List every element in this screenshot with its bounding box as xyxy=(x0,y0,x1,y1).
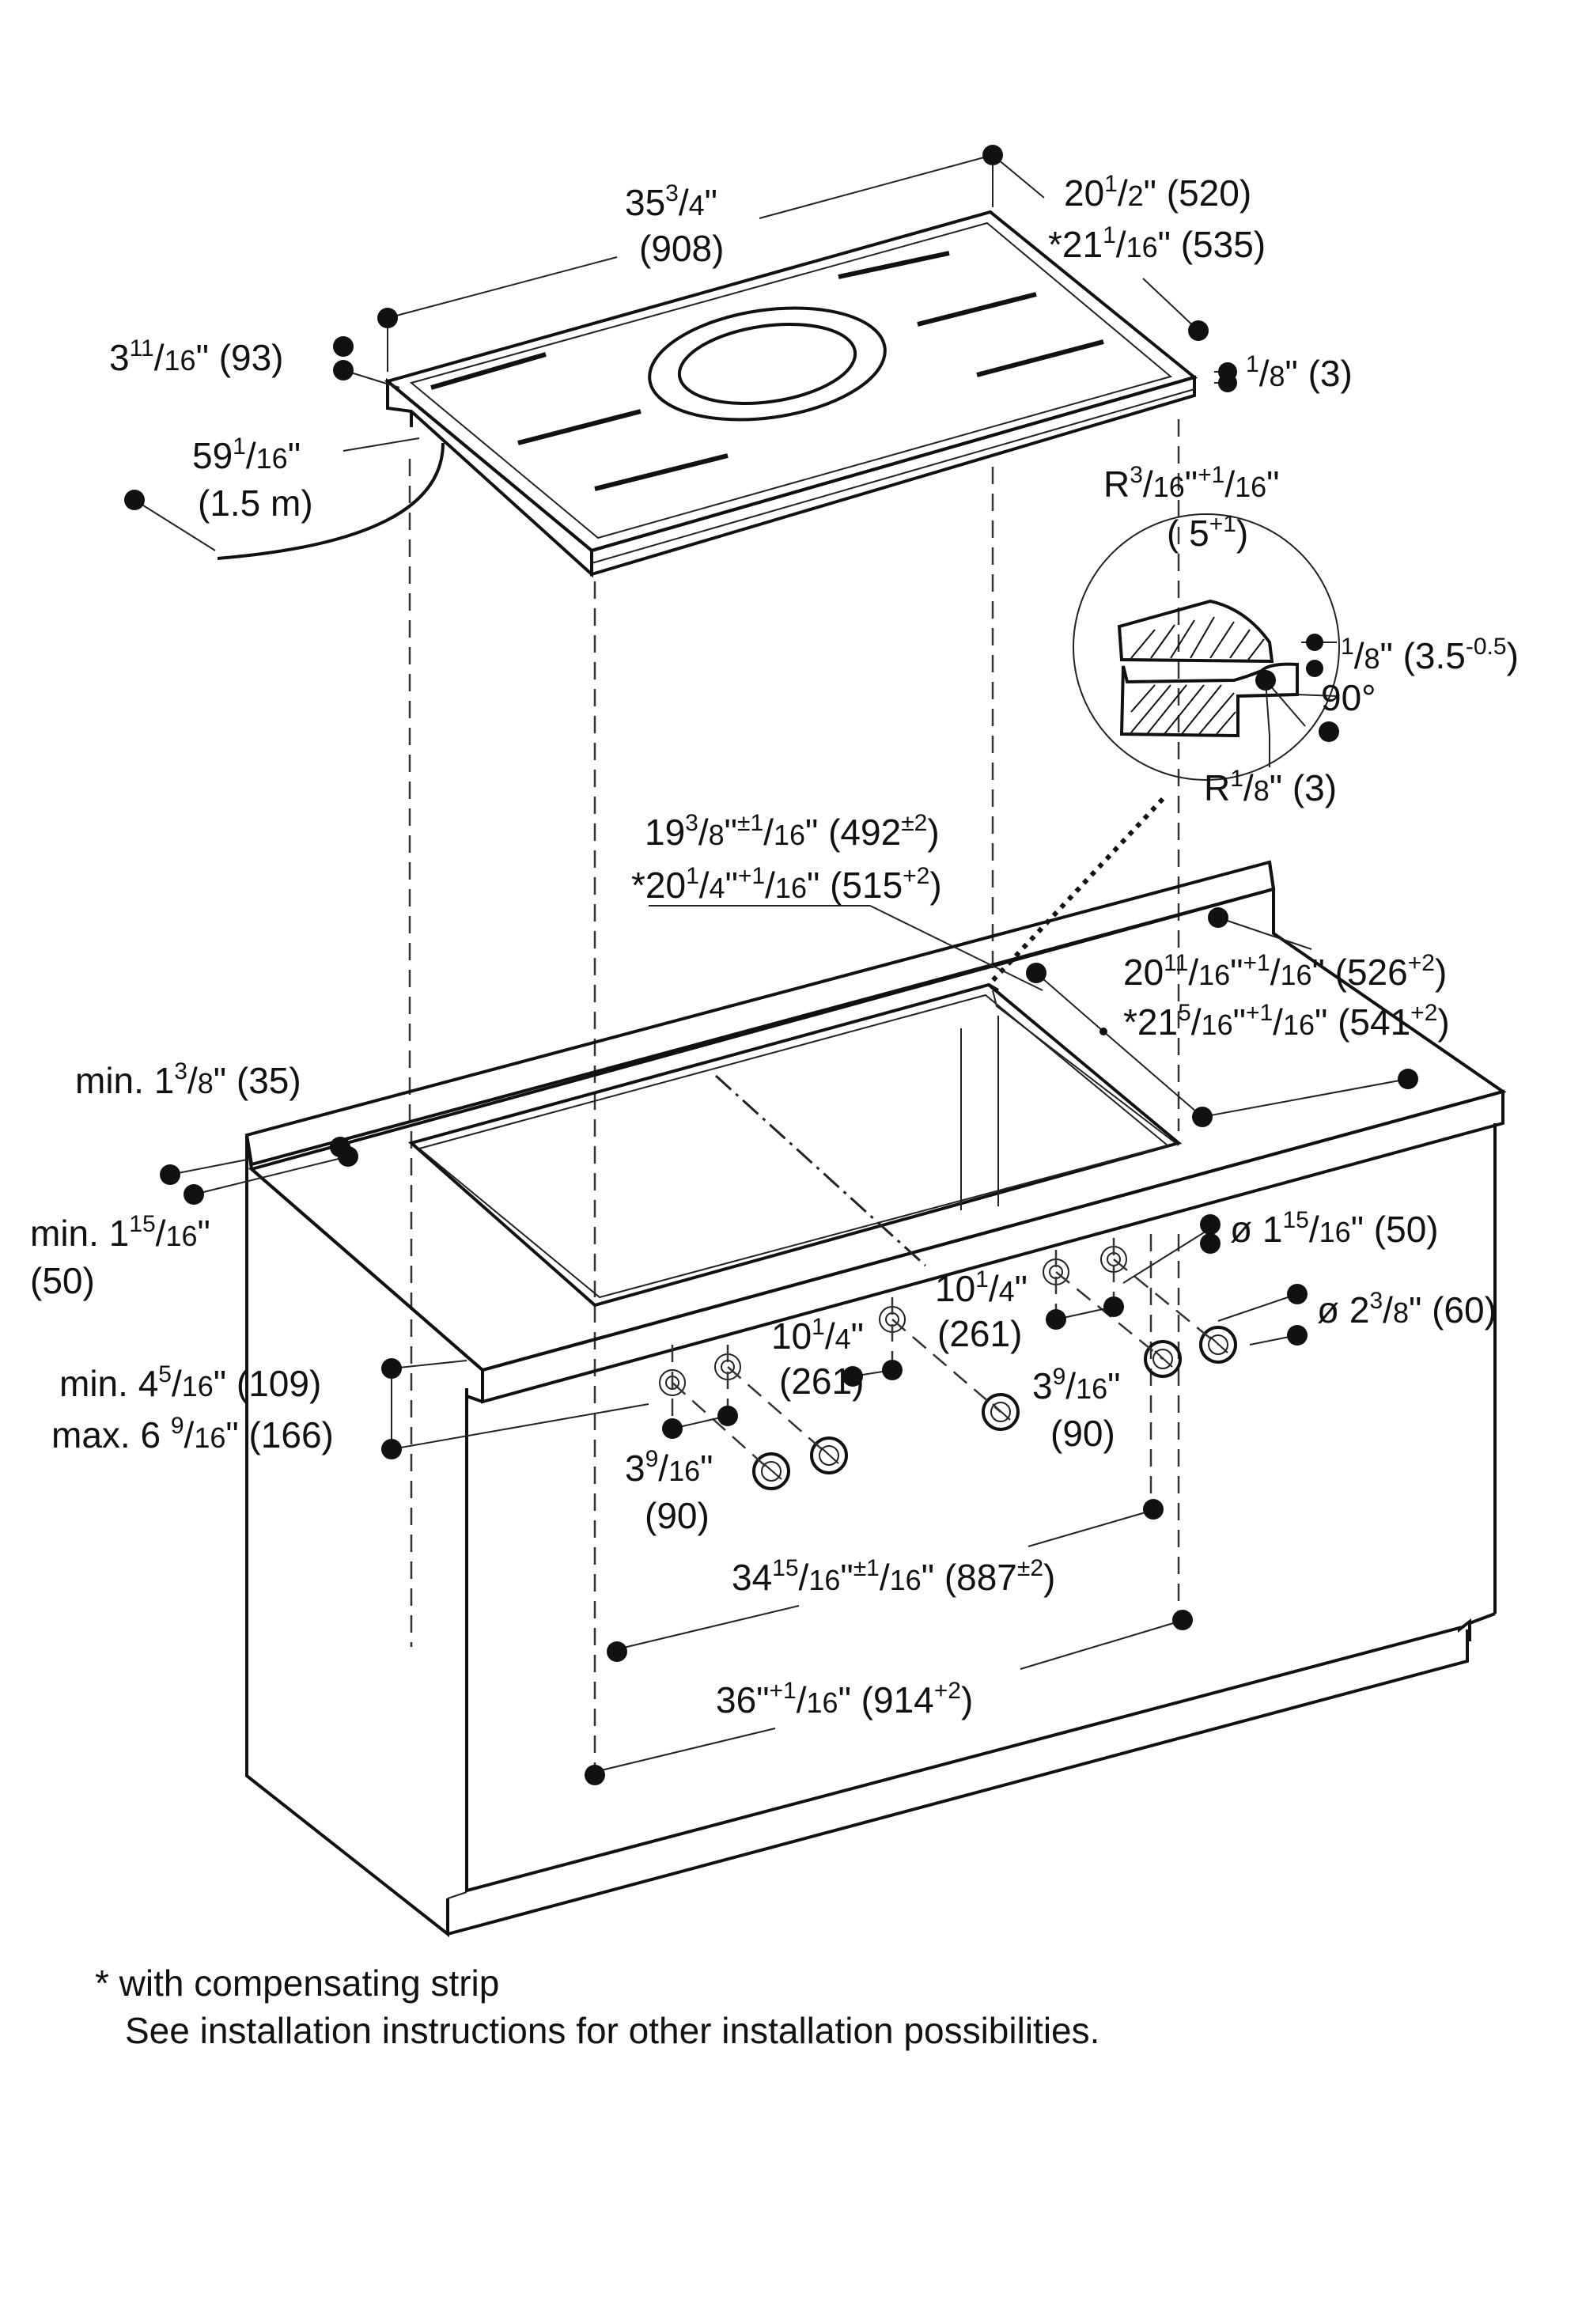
label-radius-bottom: R1/8" (3) xyxy=(1204,766,1337,808)
label-min-side: min. 115/16" xyxy=(30,1211,210,1254)
dim-dot xyxy=(377,308,398,328)
dim-dot xyxy=(124,490,145,510)
dim-dot xyxy=(1208,907,1228,928)
dim-dot xyxy=(184,1184,204,1205)
projection-lines xyxy=(408,419,1180,1772)
dim-dot xyxy=(1200,1233,1221,1254)
dim-dot xyxy=(1287,1284,1308,1304)
knob-icon xyxy=(1144,1340,1182,1378)
label-top-width-mm: (908) xyxy=(639,228,724,269)
knob-icon xyxy=(752,1452,790,1490)
dim-dot xyxy=(842,1366,863,1387)
dim-dot xyxy=(1172,1610,1193,1630)
label-knob-pair-left-mm: (90) xyxy=(645,1495,710,1536)
dim-dot xyxy=(585,1765,605,1785)
dim-dot xyxy=(982,145,1003,165)
dim-dot xyxy=(1287,1325,1308,1346)
knob-icon xyxy=(810,1436,848,1474)
dim-dot xyxy=(1255,670,1276,691)
dim-dot xyxy=(1026,963,1046,983)
label-knob-pair-right: 39/16" xyxy=(1032,1364,1120,1406)
label-recess-depth-alt: *215/16"+1/16" (541+2) xyxy=(1123,1000,1450,1043)
dim-dot xyxy=(1319,721,1339,742)
cabinet xyxy=(244,860,1507,1938)
label-outer-width: 36"+1/16" (914+2) xyxy=(716,1678,973,1720)
label-radius-top-mm: ( 5+1) xyxy=(1167,511,1248,554)
dim-dot xyxy=(1188,320,1209,341)
label-knob-spacing-a-mm: (261) xyxy=(779,1361,864,1402)
dim-dot xyxy=(381,1439,402,1459)
label-cable-length: 591/16" xyxy=(192,433,301,476)
dim-dot xyxy=(1103,1296,1124,1317)
dim-dot xyxy=(1306,634,1323,651)
label-cutout-depth: 193/8"±1/16" (492±2) xyxy=(645,810,940,853)
dim-dot xyxy=(717,1406,738,1426)
label-knob-hole: ø 115/16" (50) xyxy=(1230,1207,1439,1250)
label-inner-width: 3415/16"±1/16" (887±2) xyxy=(732,1555,1055,1598)
label-min-side-mm: (50) xyxy=(30,1260,95,1301)
dim-dot xyxy=(662,1418,683,1439)
dim-dot xyxy=(1218,373,1237,392)
label-radius-top: R3/16"+1/16" xyxy=(1103,462,1279,505)
dim-dot xyxy=(1200,1214,1221,1235)
dim-dot xyxy=(1143,1499,1164,1520)
dim-dot xyxy=(1192,1107,1213,1127)
dimension-labels: 353/4" (908) 201/2" (520) *211/16" (535)… xyxy=(30,171,1519,1720)
knob-icon xyxy=(1199,1326,1237,1364)
dim-dot xyxy=(160,1164,180,1185)
footnote-strip: * with compensating strip xyxy=(95,1963,500,2004)
label-knob-spacing-a: 101/4" xyxy=(771,1314,864,1357)
dim-dot xyxy=(1099,1028,1107,1035)
edge-detail xyxy=(986,513,1340,987)
label-recess-depth: 2011/16"+1/16" (526+2) xyxy=(1123,950,1447,993)
label-cutout-depth-alt: *201/4"+1/16" (515+2) xyxy=(631,863,942,906)
label-knob-spacing-b: 101/4" xyxy=(935,1266,1028,1309)
label-min-front: min. 13/8" (35) xyxy=(75,1058,301,1101)
dim-dot xyxy=(607,1641,627,1662)
label-top-height: 311/16" (93) xyxy=(109,335,284,378)
dim-dot xyxy=(338,1146,358,1167)
label-knob-spacing-b-mm: (261) xyxy=(937,1313,1022,1354)
label-cable-length-mm: (1.5 m) xyxy=(198,483,313,524)
dim-dot xyxy=(333,336,354,357)
label-top-width: 353/4" xyxy=(625,180,717,223)
control-knobs xyxy=(659,1238,1237,1490)
label-angle: 90° xyxy=(1321,677,1376,718)
cooktop xyxy=(217,210,1198,578)
footnote-instructions: See installation instructions for other … xyxy=(125,2010,1100,2051)
dim-dot xyxy=(1046,1309,1066,1330)
cabinet-dimension-lines xyxy=(160,905,1418,1785)
label-knob-pair-left: 39/16" xyxy=(625,1446,713,1489)
label-step-height: 1/8" (3.5-0.5) xyxy=(1341,634,1519,676)
dim-dot xyxy=(882,1360,903,1380)
dim-dot xyxy=(1398,1069,1418,1089)
label-knob-max: max. 6 9/16" (166) xyxy=(51,1413,334,1455)
label-knob-min: min. 45/16" (109) xyxy=(59,1361,321,1404)
dim-dot xyxy=(381,1358,402,1379)
label-knob-outer: ø 23/8" (60) xyxy=(1317,1288,1497,1330)
label-top-depth-alt: *211/16" (535) xyxy=(1048,222,1266,265)
dim-dot xyxy=(333,360,354,380)
label-glass-edge: 1/8" (3) xyxy=(1246,351,1353,394)
dim-dot xyxy=(1306,660,1323,677)
cooktop-dimension-lines xyxy=(124,145,1237,551)
label-top-depth: 201/2" (520) xyxy=(1064,171,1251,214)
label-knob-pair-right-mm: (90) xyxy=(1050,1413,1115,1454)
